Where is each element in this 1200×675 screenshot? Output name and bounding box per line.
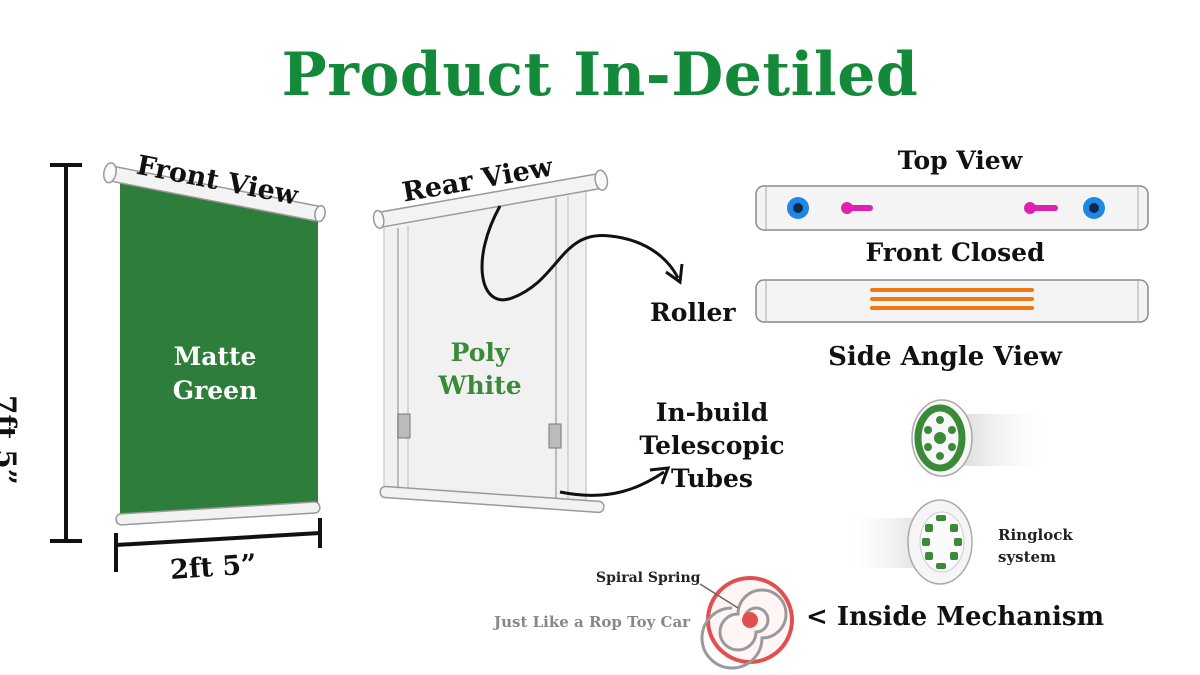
top-view-label: Top View	[897, 146, 1023, 175]
front-closed-label: Front Closed	[865, 238, 1045, 267]
spiral-spring-label: Spiral Spring	[596, 570, 701, 586]
inside-mechanism-label: < Inside Mechanism	[806, 602, 1105, 632]
page-title: Product In-Detiled	[281, 40, 919, 110]
tubes-line-1: In-build	[655, 398, 769, 427]
side-angle-label: Side Angle View	[828, 342, 1062, 372]
ringlock-label: Ringlock system	[998, 524, 1073, 568]
front-panel-line-1: Matte	[173, 342, 257, 371]
ringlock-line-2: system	[998, 548, 1056, 566]
ringlock-line-1: Ringlock	[998, 526, 1073, 544]
rear-panel-text: Poly White	[420, 336, 540, 402]
telescopic-tubes-label: In-build Telescopic Tubes	[636, 396, 788, 495]
rear-panel-line-2: White	[438, 371, 522, 400]
tubes-line-2: Telescopic	[639, 431, 785, 460]
roller-label: Roller	[650, 298, 736, 327]
tubes-line-3: Tubes	[671, 464, 753, 493]
front-panel-line-2: Green	[172, 376, 258, 405]
front-panel-text: Matte Green	[150, 340, 280, 408]
rear-panel-line-1: Poly	[450, 338, 510, 367]
toy-car-label: Just Like a Rop Toy Car	[494, 613, 691, 631]
